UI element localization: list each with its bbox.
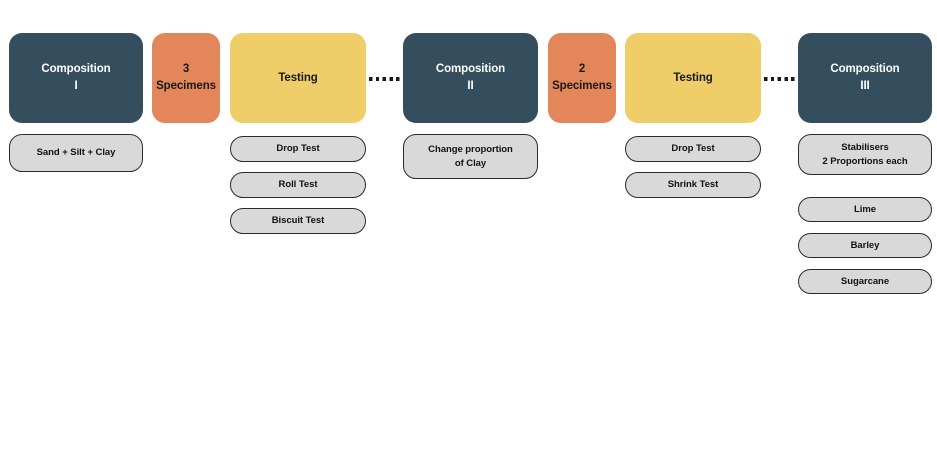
testing-1-block[interactable]: Testing: [230, 33, 366, 123]
testing-2-block[interactable]: Testing: [625, 33, 761, 123]
pill-sand-silt-clay[interactable]: Sand + Silt + Clay: [9, 134, 143, 172]
specimens-3-block[interactable]: 3 Specimens: [152, 33, 220, 123]
pill-lime[interactable]: Lime: [798, 197, 932, 222]
composition-i-block[interactable]: Composition I: [9, 33, 143, 123]
pill-biscuit-test[interactable]: Biscuit Test: [230, 208, 366, 234]
connector-stage2-to-stage3: [764, 77, 797, 81]
pill-change-proportion-of-clay[interactable]: Change proportion of Clay: [403, 134, 538, 179]
composition-iii-block[interactable]: Composition III: [798, 33, 932, 123]
composition-ii-block[interactable]: Composition II: [403, 33, 538, 123]
specimens-2-block[interactable]: 2 Specimens: [548, 33, 616, 123]
pill-stabilisers[interactable]: Stabilisers 2 Proportions each: [798, 134, 932, 175]
pill-sugarcane[interactable]: Sugarcane: [798, 269, 932, 294]
pill-drop-test-1[interactable]: Drop Test: [230, 136, 366, 162]
pill-drop-test-2[interactable]: Drop Test: [625, 136, 761, 162]
connector-stage1-to-stage2: [369, 77, 402, 81]
pill-roll-test[interactable]: Roll Test: [230, 172, 366, 198]
pill-shrink-test[interactable]: Shrink Test: [625, 172, 761, 198]
pill-barley[interactable]: Barley: [798, 233, 932, 258]
